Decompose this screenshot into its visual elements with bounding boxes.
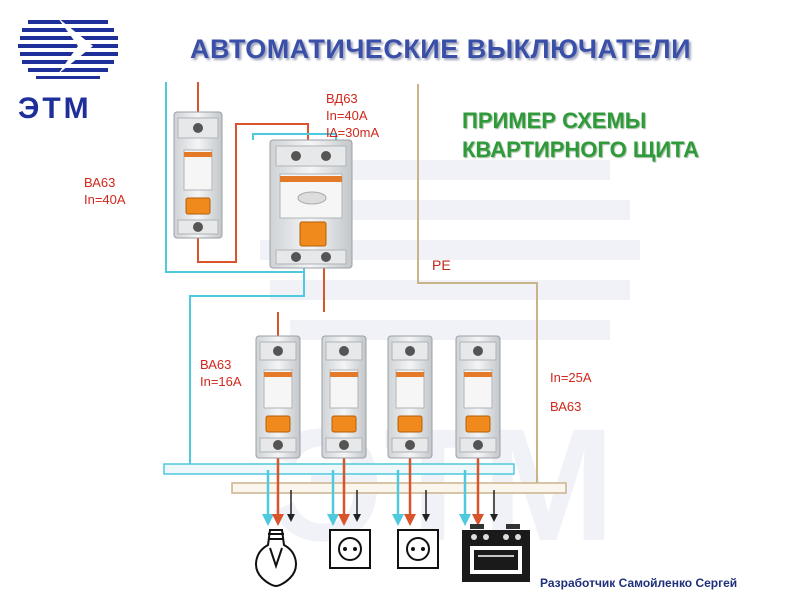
rcd-device (269, 139, 353, 269)
author-credit: Разработчик Самойленко Сергей (540, 576, 738, 590)
group-circuit-breaker (387, 335, 433, 459)
pe-wire (417, 84, 538, 486)
group-circuit-breaker (255, 335, 301, 459)
right-breaker-model: ВА63 (550, 399, 582, 414)
right-breaker-rating: In=25A (550, 370, 592, 385)
socket-icon (329, 529, 371, 569)
subtitle-line-1: ПРИМЕР СХЕМЫ (462, 108, 647, 133)
rcd-rating: In=40A (326, 108, 368, 123)
group-breaker-model: ВА63 (200, 357, 232, 372)
main-breaker-model: ВА63 (84, 175, 116, 190)
diagram-subtitle: ПРИМЕР СХЕМЫ КВАРТИРНОГО ЩИТА (462, 106, 699, 164)
group-circuit-breaker (455, 335, 501, 459)
neutral-bus-bar (163, 463, 515, 475)
rcd-model: ВД63 (326, 91, 358, 106)
group-breaker-rating: In=16A (200, 374, 242, 389)
main-breaker-label: ВА63 In=40A (84, 174, 126, 208)
rcd-leakage-current: I∆=30mA (326, 125, 380, 140)
rcd-label: ВД63 In=40A I∆=30mA (326, 90, 379, 141)
main-circuit-breaker (173, 111, 223, 239)
etm-logo-icon (18, 18, 118, 79)
rcd-neutral-out-wire (189, 272, 305, 470)
electric-stove-icon (462, 524, 530, 582)
main-breaker-rating: In=40A (84, 192, 126, 207)
neutral-to-rcd-wire (252, 133, 337, 140)
socket-icon (397, 529, 439, 569)
subtitle-line-2: КВАРТИРНОГО ЩИТА (462, 137, 699, 162)
group-breaker-label: ВА63 In=16A (200, 356, 242, 390)
group-circuit-breaker (321, 335, 367, 459)
light-bulb-icon (255, 529, 297, 588)
pe-label: PE (432, 257, 451, 273)
page-title: АВТОМАТИЧЕСКИЕ ВЫКЛЮЧАТЕЛИ (190, 34, 692, 64)
phase-to-rcd-wire (197, 123, 309, 263)
neutral-input-wire (165, 82, 305, 273)
logo-text: ЭТМ (18, 92, 92, 125)
